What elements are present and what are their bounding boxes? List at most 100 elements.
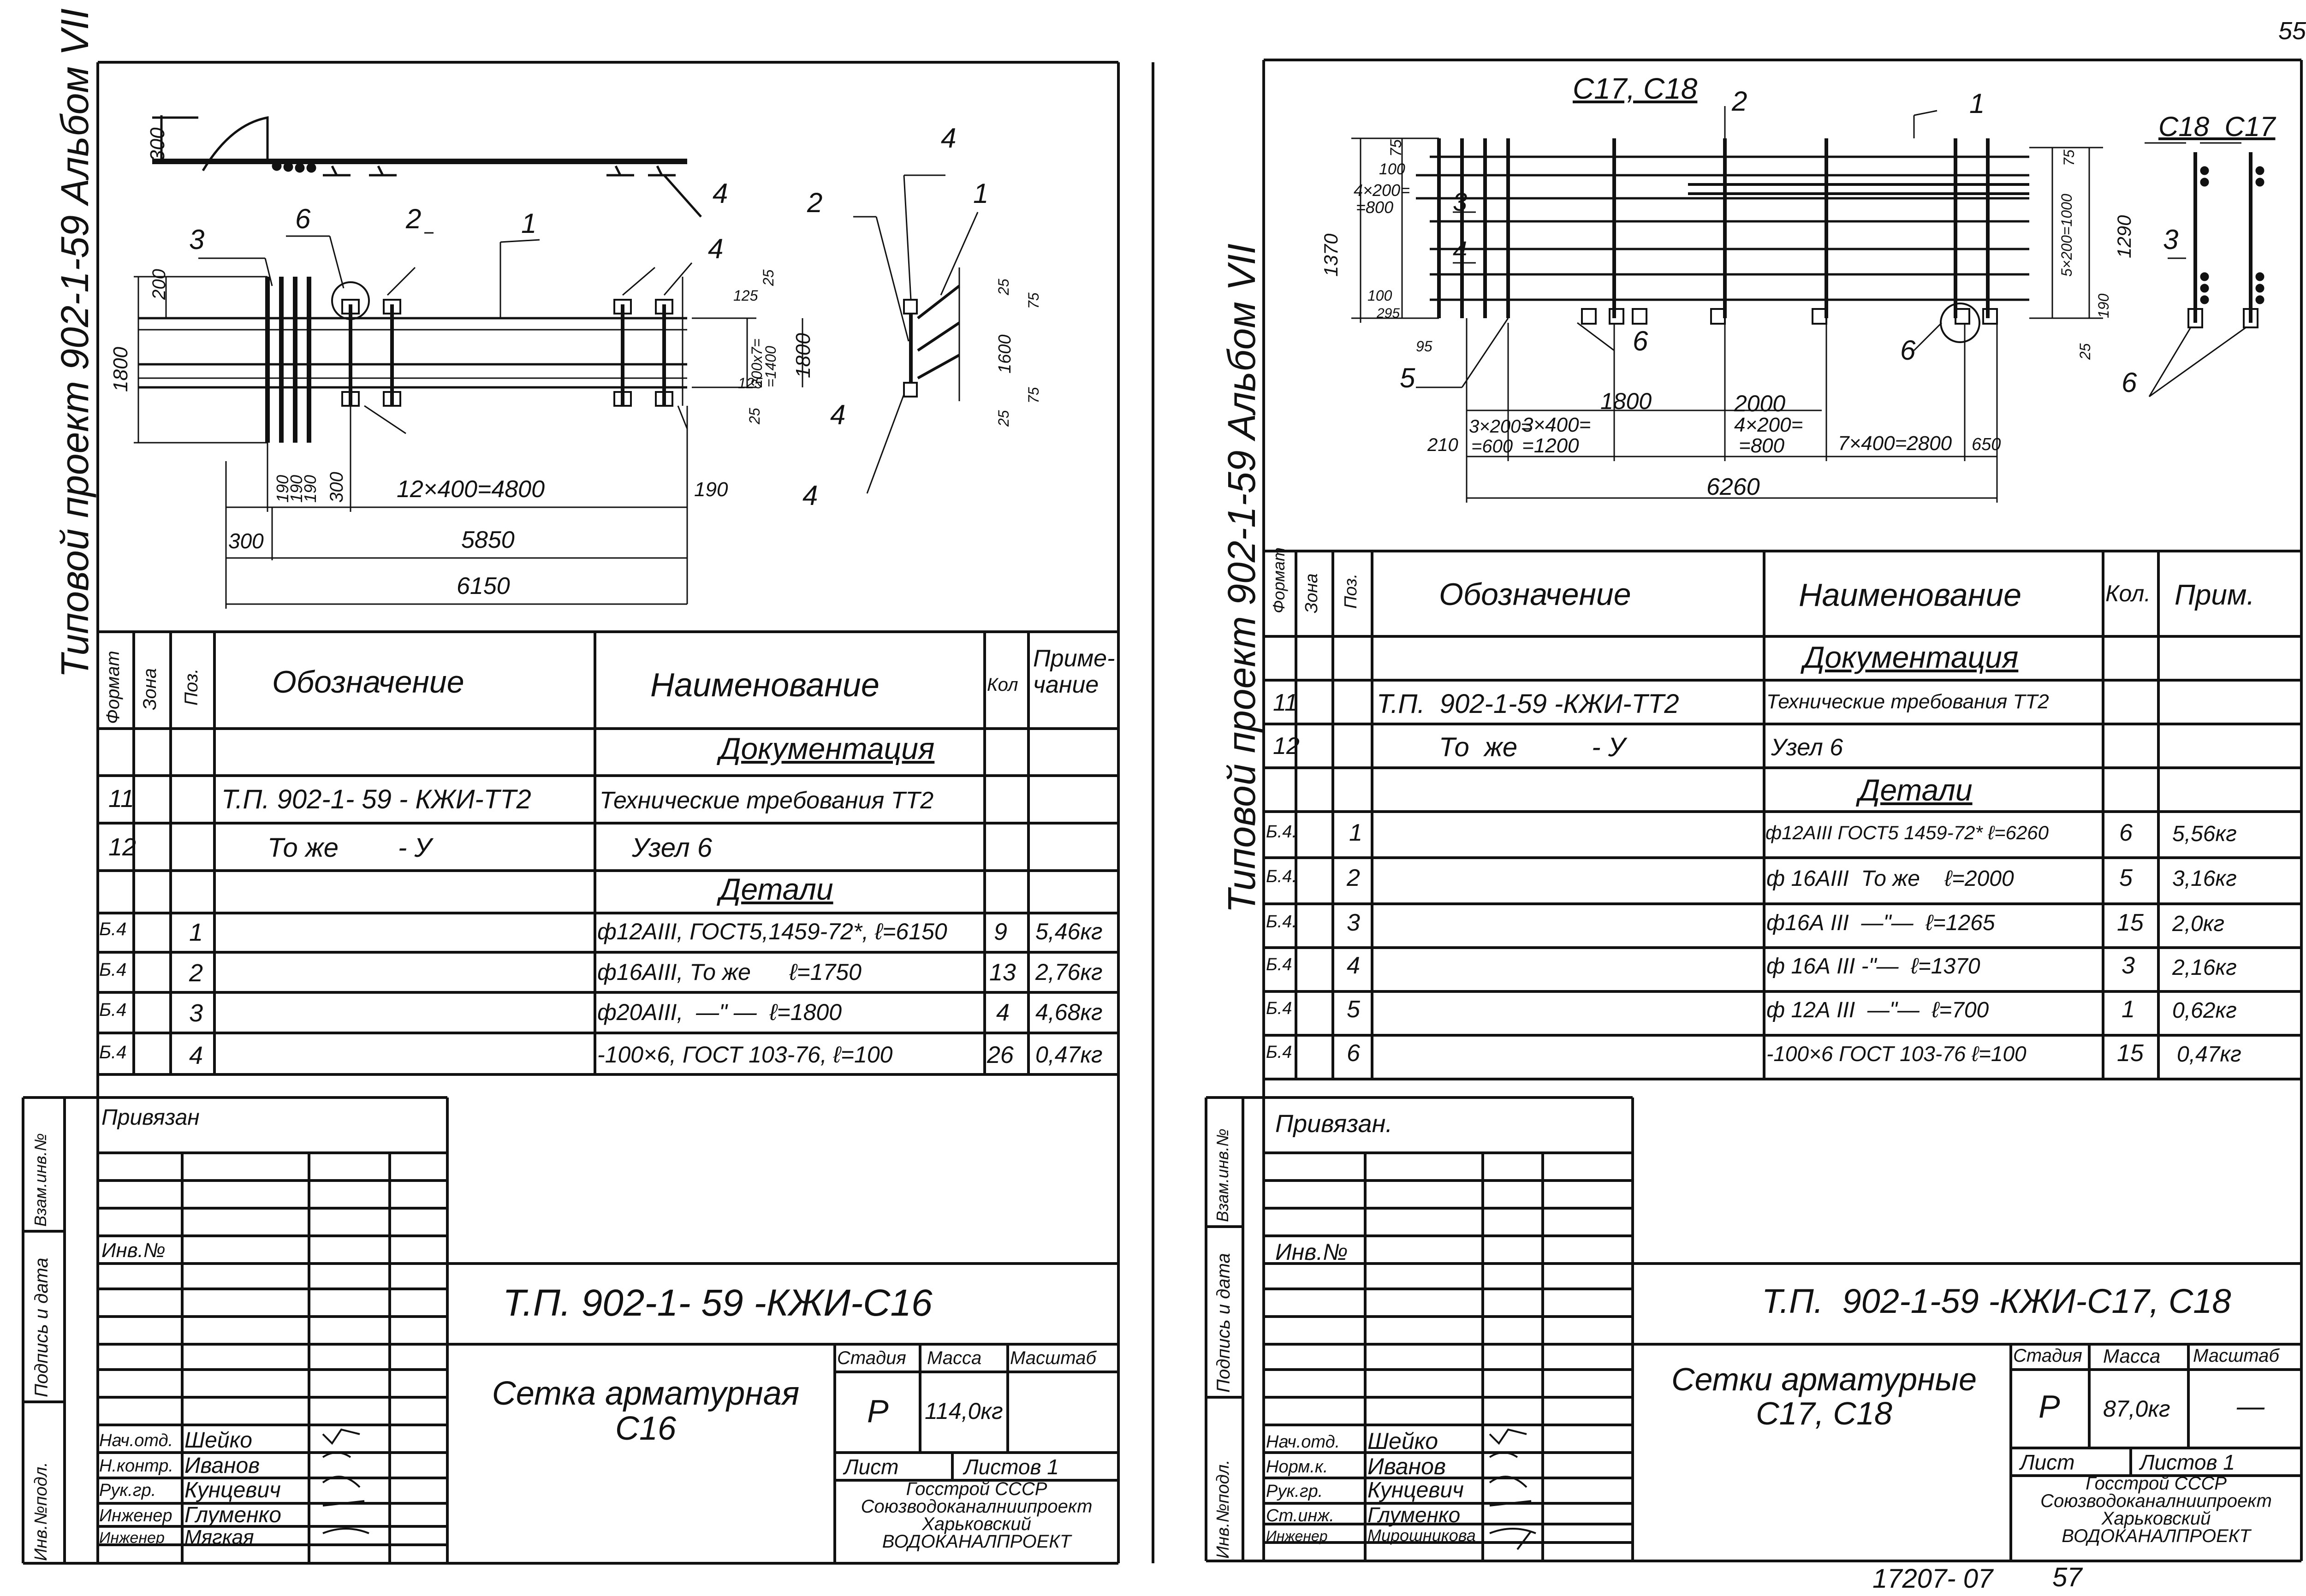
person-name: Иванов [184,1454,260,1478]
row-note: 2,0кг [2172,912,2225,936]
mass-header: Масса [927,1348,982,1368]
person-role: Инженер [99,1506,172,1525]
callout: 6 [1900,335,1916,366]
stage-header: Стадия [837,1348,906,1368]
dim: 95 [1416,338,1432,355]
left-stamp-grid [22,1096,1118,1563]
stamp-side-label: Подпись и дата [31,1258,52,1397]
signature-scribbles [322,1428,1536,1550]
row-name: Узел 6 [632,833,713,863]
callout: 2 [807,187,823,218]
row-format: Б.4 [1266,999,1292,1018]
callout: 4 [708,233,724,264]
dim: 4×200= [1354,181,1410,200]
row-format: Б.4 [1266,1043,1292,1062]
callout: 5 [1400,362,1415,393]
dim: 12×400=4800 [397,476,545,503]
dim: 100 [1379,160,1405,178]
dim: 1290 [2113,215,2135,258]
row-format: Б.4 [99,919,127,939]
dim: =600 [1471,436,1513,457]
row-format: Б.4. [1266,912,1297,931]
callout: 3 [2163,224,2179,255]
drawing-code: Т.П. 902-1-59 -КЖИ-С17, С18 [1762,1282,2231,1320]
dim: 25 [746,408,763,424]
person-name: Мягкая [184,1526,254,1549]
row-qty: 3 [2122,952,2135,979]
organization: Госстрой СССР Союзводоканалниипроект Хар… [2040,1473,2272,1546]
callout: 2 [406,203,422,234]
col-name-header: Наименование [1799,577,2022,613]
row-pos: 5 [1347,996,1360,1023]
dim: =800 [1739,434,1785,457]
stamp-side-label: Подпись и дата [1213,1253,1234,1393]
col-designation-header: Обозначение [272,665,464,700]
dim: 4×200= [1734,414,1803,436]
stage-header: Стадия [2013,1346,2082,1366]
person-name: Глуменко [184,1503,281,1527]
dim: 190 [694,478,728,501]
left-side-title: Типовой проект 902-1-59 Альбом VII [53,8,96,678]
row-name: ф12АIII, ГОСТ5,1459-72*, ℓ=6150 [597,919,947,944]
person-role: Инженер [1266,1528,1328,1544]
col-qty-header: Кол [987,675,1018,695]
col-format-header: Формат [1269,547,1288,613]
scale-header: Масштаб [2193,1346,2279,1366]
dim: 1800 [1600,388,1652,414]
dim: 1370 [1320,233,1342,277]
row-pos: 2 [1347,865,1360,891]
row-format: Б.4 [99,1000,127,1020]
dim: 25 [2077,343,2093,360]
right-spec-grid [1264,550,2301,1080]
row-pos: 4 [189,1042,203,1069]
row-format: Б.4. [1266,822,1297,842]
row-designation: Т.П. 902-1-59 -КЖИ-ТТ2 [1377,689,1679,719]
person-role: Инженер [99,1529,165,1547]
row-qty: 9 [994,919,1007,945]
col-note-header: Прим. [2175,579,2255,611]
row-note: 0,47кг [2177,1042,2241,1067]
row-designation: То же - У [1439,732,1625,762]
section-documentation: Документация [719,731,935,765]
mesh-label: С17, С18 [1573,72,1698,105]
stage-value: Р [867,1393,889,1429]
row-format: Б.4 [99,960,127,980]
row-name: Технические требования ТТ2 [1766,690,2049,713]
sheets-label: Листов 1 [964,1455,1059,1479]
stage-value: Р [2039,1388,2060,1424]
dim: 190 [301,475,320,503]
drawing-title: Сетки арматурные С17, С18 [1671,1361,1977,1431]
person-name: Кунцевич [1367,1478,1464,1502]
dim: 5850 [461,527,515,553]
row-name: Узел 6 [1771,734,1843,761]
row-qty: 15 [2117,909,2144,936]
row-note: 5,46кг [1035,919,1103,944]
archive-number: 17207- 07 [1872,1564,1993,1594]
person-name: Шейко [184,1428,252,1453]
dim: 6150 [457,573,510,599]
person-role: Нач.отд. [1266,1432,1340,1452]
row-qty: 13 [989,959,1016,986]
person-role: Н.контр. [99,1456,173,1476]
dim: 1600 [995,334,1015,374]
person-name: Шейко [1367,1428,1438,1454]
row-designation: Т.П. 902-1- 59 - КЖИ-ТТ2 [221,784,531,814]
row-note: 0,62кг [2172,998,2237,1023]
callout: 4 [830,399,846,430]
row-format: Б.4. [1266,867,1297,886]
row-pos: 6 [1347,1040,1360,1067]
row-pos: 3 [189,999,203,1027]
stamp-bound-label: Привязан [101,1105,200,1130]
mass-value: 87,0кг [2103,1396,2170,1422]
row-name: ф 12А III —"— ℓ=700 [1766,998,1989,1022]
right-stamp-grid [1205,1096,2301,1561]
callout: 1 [521,208,537,239]
dim: 75 [1387,139,1405,157]
bottom-page-number: 57 [2052,1562,2082,1592]
col-qty-header: Кол. [2105,581,2151,606]
col-note-header: Приме- чание [1033,645,1115,699]
row-pos: 2 [189,959,203,987]
stamp-side-label: Инв.№подл. [31,1462,51,1561]
row-name: ф16А III —"— ℓ=1265 [1766,911,1995,935]
dim: 2000 [1734,391,1786,416]
